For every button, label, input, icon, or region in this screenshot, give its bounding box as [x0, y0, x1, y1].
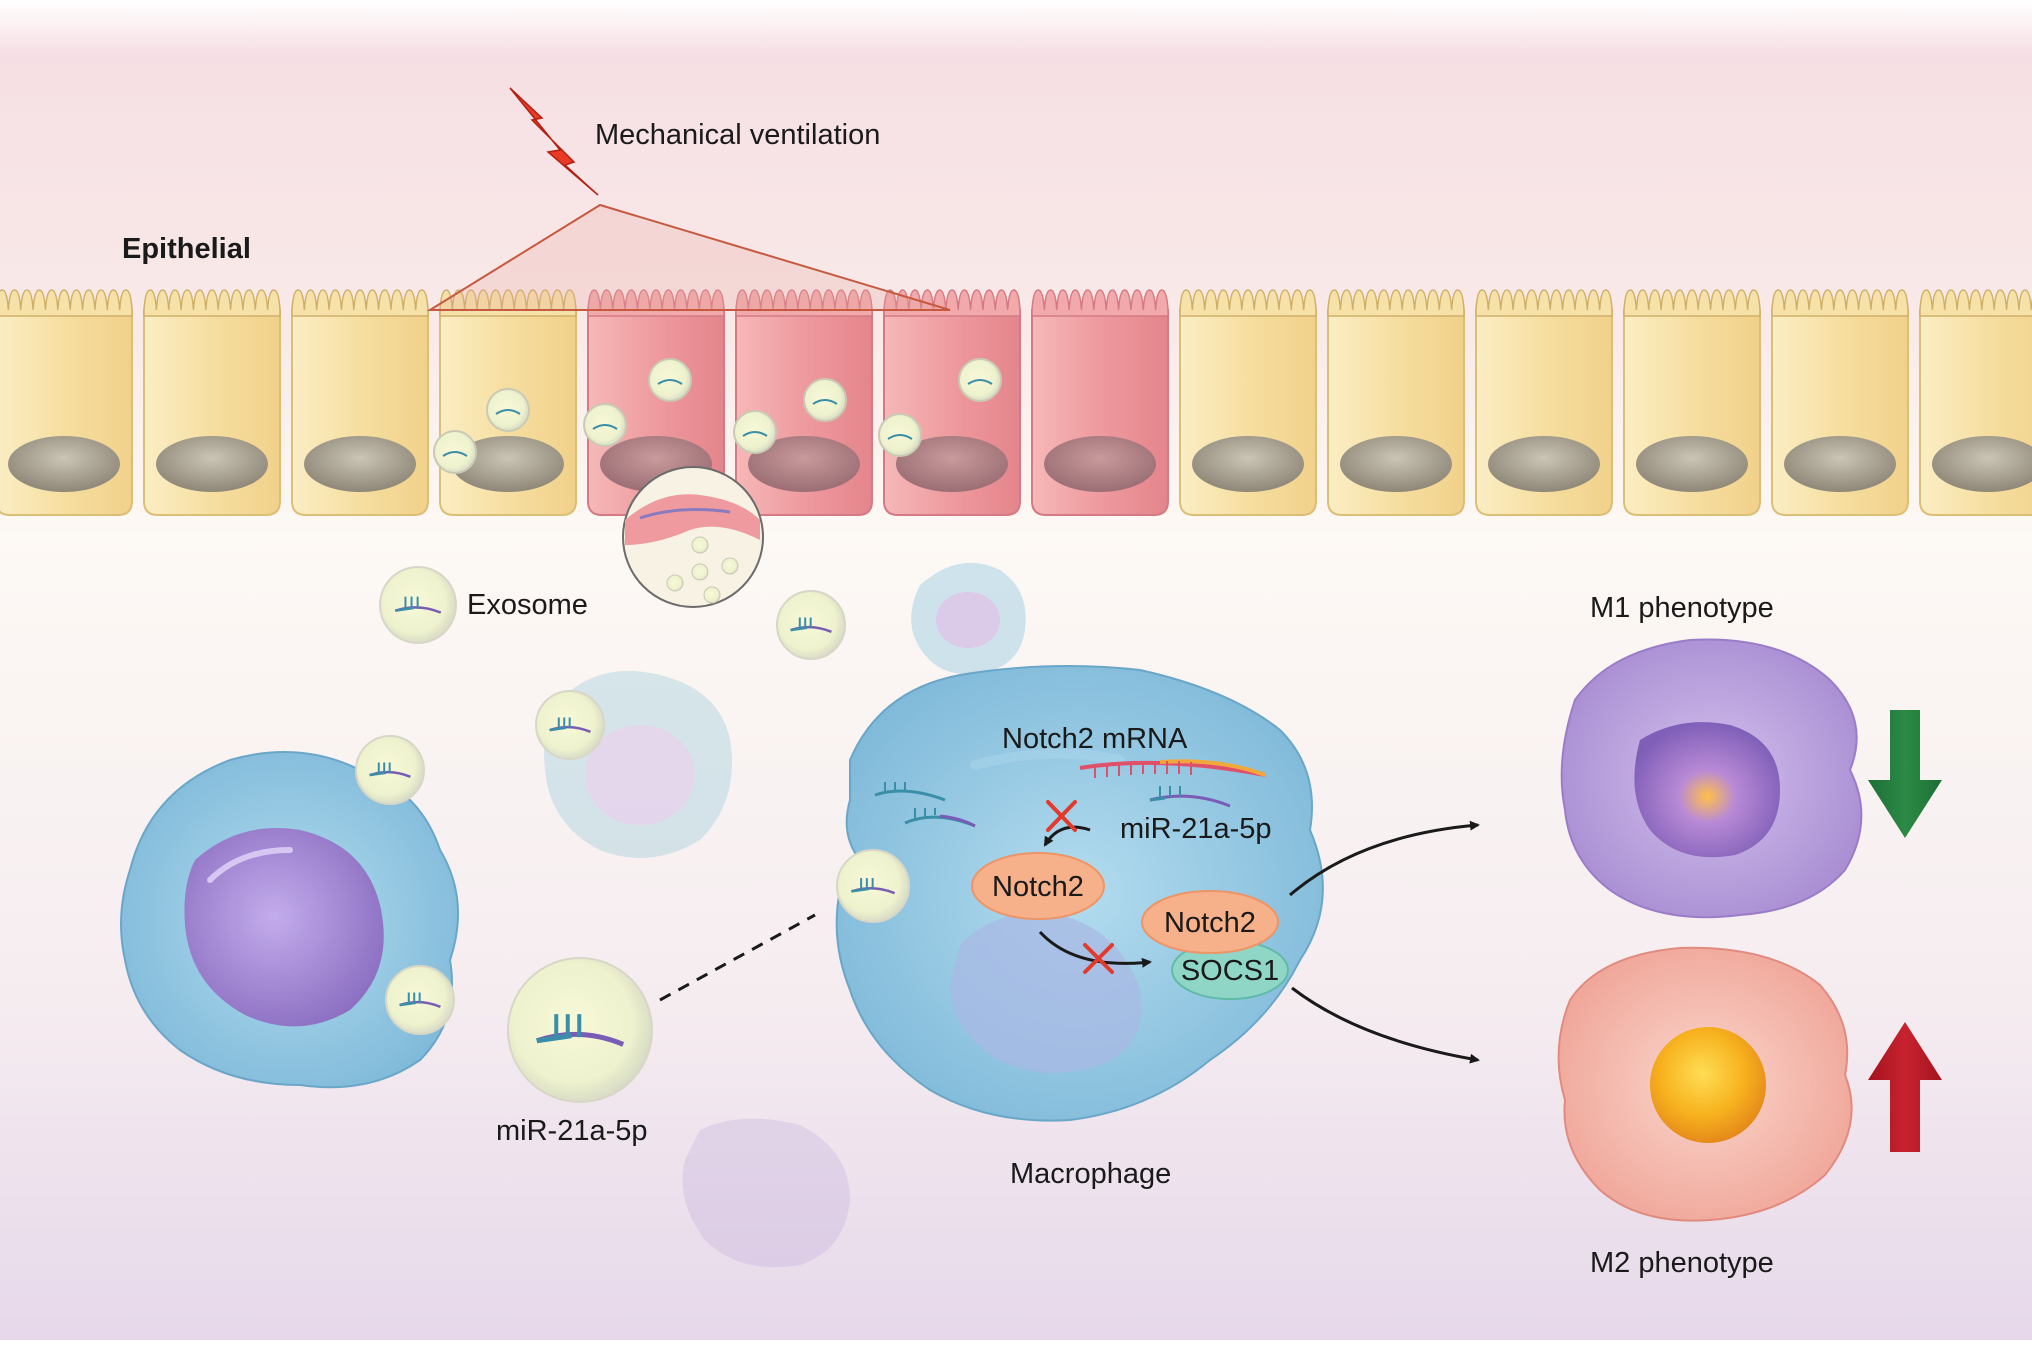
- epithelial-cell: [143, 289, 281, 516]
- notch2-mrna-label: Notch2 mRNA: [1002, 723, 1188, 755]
- exosome: [385, 965, 455, 1035]
- notch2-protein-bound: [1141, 890, 1279, 954]
- x-mark-icon: [1083, 943, 1114, 974]
- cell-nucleus: [1636, 436, 1748, 492]
- epithelial-cell: [1179, 289, 1317, 516]
- mirna-strand: [742, 431, 768, 437]
- cell-nucleus: [8, 436, 120, 492]
- notch2-mrna-strand: [1079, 759, 1266, 778]
- cell-nucleus: [1192, 436, 1304, 492]
- m2-macrophage: [1557, 946, 1853, 1222]
- cell-nucleus: [896, 436, 1008, 492]
- exosome: [535, 690, 605, 760]
- arrow-to-m2: [1291, 986, 1480, 1064]
- mirna-inside-label: miR-21a-5p: [1120, 813, 1272, 845]
- epithelial-cell: [1919, 289, 2032, 516]
- epithelial-cell: [1327, 289, 1465, 516]
- notch2-protein-free: [971, 852, 1105, 920]
- cell-nucleus: [304, 436, 416, 492]
- arrow-down-icon: [1868, 710, 1942, 838]
- inhibited-binding-arrow: [1038, 930, 1152, 968]
- epithelial-label: Epithelial: [122, 233, 251, 265]
- exosome-release-zoom: [622, 466, 764, 608]
- x-mark-icon: [1046, 800, 1077, 832]
- ventilation-highlight-wedge: [426, 203, 951, 311]
- cell-nucleus: [156, 436, 268, 492]
- cell-nucleus: [1488, 436, 1600, 492]
- uptake-dashed-line: [659, 913, 816, 1002]
- arrow-to-m1: [1289, 820, 1480, 897]
- mirna-left-label: miR-21a-5p: [496, 1115, 648, 1147]
- mirna-strand: [967, 379, 993, 385]
- mirna-strand: [495, 409, 521, 415]
- mirna-strand: [592, 424, 618, 430]
- notch2-free-label: Notch2: [992, 871, 1084, 903]
- epithelial-layer: [0, 289, 2032, 516]
- exosome-legend: [379, 566, 457, 644]
- m2-phenotype-label: M2 phenotype: [1590, 1247, 1774, 1279]
- macrophage-label: Macrophage: [1010, 1158, 1171, 1190]
- cell-nucleus: [1932, 436, 2032, 492]
- injured-epithelial-cell: [883, 289, 1021, 516]
- inhibited-translation-arrow: [1043, 825, 1091, 847]
- mirna-bound-strand: [1149, 786, 1231, 808]
- socs1-label: SOCS1: [1181, 955, 1279, 987]
- free-mirna-strands: [874, 782, 976, 828]
- arrow-up-icon: [1868, 1022, 1942, 1152]
- lightning-bolt-icon: [509, 87, 599, 196]
- notch2-bound-label: Notch2: [1164, 907, 1256, 939]
- mirna-strand: [887, 434, 913, 440]
- cell-nucleus: [1784, 436, 1896, 492]
- m1-phenotype-label: M1 phenotype: [1590, 592, 1774, 624]
- exosome-label: Exosome: [467, 589, 588, 621]
- left-macrophage: [120, 751, 459, 1089]
- epithelial-cell: [1475, 289, 1613, 516]
- epithelial-cell: [291, 289, 429, 516]
- exosome-group: [355, 566, 910, 1103]
- exosome: [776, 590, 846, 660]
- mirna-exosome-large: [507, 957, 653, 1103]
- epithelial-cell: [0, 289, 133, 516]
- mirna-strand: [442, 451, 468, 457]
- epithelial-cell: [1623, 289, 1761, 516]
- epithelial-cell: [1771, 289, 1909, 516]
- cell-nucleus: [1340, 436, 1452, 492]
- injured-epithelial-cell: [1031, 289, 1169, 516]
- cell-nucleus: [452, 436, 564, 492]
- cell-nucleus: [748, 436, 860, 492]
- exosome: [355, 735, 425, 805]
- cell-nucleus: [1044, 436, 1156, 492]
- mechanical-ventilation-label: Mechanical ventilation: [595, 119, 880, 151]
- faded-macrophage-bottom: [682, 1118, 850, 1268]
- mirna-strand: [812, 399, 838, 405]
- m1-macrophage: [1560, 638, 1863, 919]
- exosome: [836, 849, 910, 923]
- mirna-strand: [657, 379, 683, 385]
- faded-macrophage-small-top: [911, 562, 1026, 674]
